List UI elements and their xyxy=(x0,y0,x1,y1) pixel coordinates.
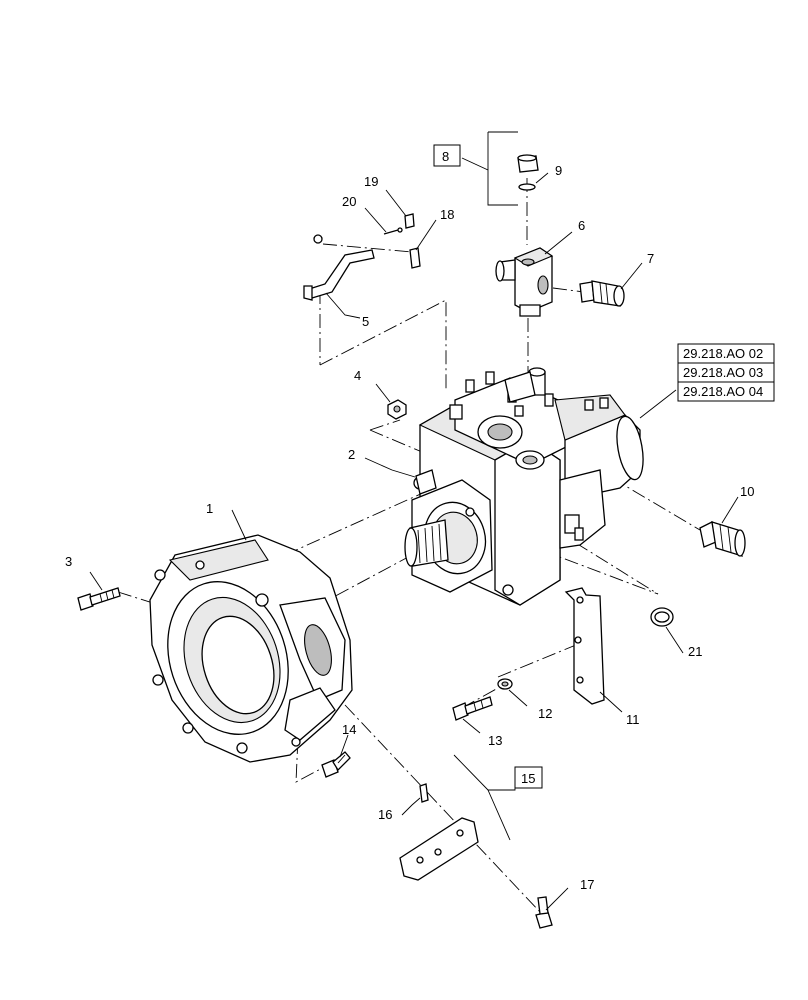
callout-4: 4 xyxy=(354,368,361,383)
reference-link-1[interactable]: 29.218.AO 02 xyxy=(683,346,763,361)
callout-16: 16 xyxy=(378,807,392,822)
bracket-5 xyxy=(303,234,375,301)
callout-9: 9 xyxy=(555,163,562,178)
bolt-14 xyxy=(321,751,351,778)
bolt-17 xyxy=(535,896,553,929)
callout-18: 18 xyxy=(440,207,454,222)
pin-16 xyxy=(419,783,429,803)
pump-mounting-stud xyxy=(415,469,437,495)
callout-8: 8 xyxy=(442,149,449,164)
cover-plate-15 xyxy=(399,817,479,881)
callout-1: 1 xyxy=(206,501,213,516)
fitting-10 xyxy=(699,521,746,557)
bolt-13 xyxy=(452,696,493,721)
callout-3: 3 xyxy=(65,554,72,569)
clip-19 xyxy=(404,213,415,229)
leader-lines xyxy=(89,131,739,911)
callout-19: 19 xyxy=(364,174,378,189)
callout-8-box: 8 xyxy=(433,144,461,167)
reference-link-2[interactable]: 29.218.AO 03 xyxy=(683,365,763,380)
nut-4 xyxy=(387,399,407,420)
hydraulic-pump xyxy=(404,367,644,606)
callout-labels: 1 2 3 4 5 6 7 8 9 10 11 12 13 14 15 16 1… xyxy=(65,144,754,892)
reference-boxes: 29.218.AO 02 29.218.AO 03 29.218.AO 04 xyxy=(677,343,775,402)
callout-12: 12 xyxy=(538,706,552,721)
callout-20: 20 xyxy=(342,194,356,209)
callout-21: 21 xyxy=(688,644,702,659)
callout-7: 7 xyxy=(647,251,654,266)
bracket-plate-11 xyxy=(564,587,605,705)
callout-14: 14 xyxy=(342,722,356,737)
callout-17: 17 xyxy=(580,877,594,892)
callout-11: 11 xyxy=(626,712,640,727)
callout-15-box: 15 xyxy=(514,766,543,789)
pin-18 xyxy=(409,247,421,269)
reference-link-3[interactable]: 29.218.AO 04 xyxy=(683,384,763,399)
callout-10: 10 xyxy=(740,484,754,499)
callout-2: 2 xyxy=(348,447,355,462)
callout-13: 13 xyxy=(488,733,502,748)
callout-6: 6 xyxy=(578,218,585,233)
fitting-block-6 xyxy=(495,247,554,317)
callout-5: 5 xyxy=(362,314,369,329)
clamp-ring-21 xyxy=(650,607,674,627)
bolt-3 xyxy=(77,587,121,611)
fitting-7 xyxy=(579,280,625,307)
plug-9 xyxy=(517,154,539,191)
callout-15: 15 xyxy=(521,771,535,786)
bell-housing xyxy=(149,534,353,763)
cotter-pin-20 xyxy=(383,227,403,235)
washer-12 xyxy=(497,678,513,690)
